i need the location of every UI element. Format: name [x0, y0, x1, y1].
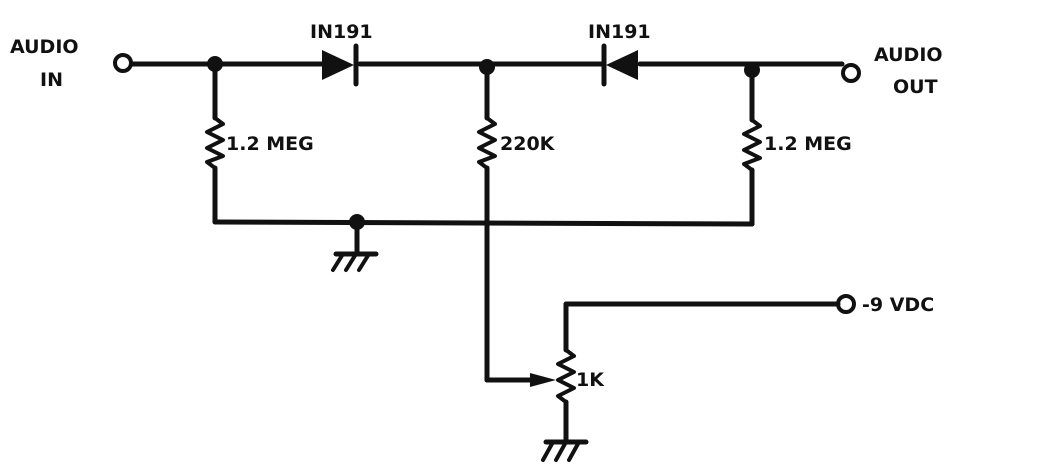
resistor-left-label: 1.2 MEG [226, 133, 314, 155]
resistor-right-label: 1.2 MEG [764, 133, 852, 155]
resistor-mid-icon [477, 64, 533, 383]
potentiometer-icon [530, 348, 576, 443]
supply-label: -9 VDC [862, 294, 934, 316]
resistor-right-icon [742, 67, 762, 227]
diode-2-label: IN191 [588, 21, 651, 43]
ground-icon [331, 219, 379, 272]
diode-2-icon [601, 43, 638, 87]
audio-out-label-line1: AUDIO [874, 44, 943, 66]
diode-1-label: IN191 [310, 21, 373, 43]
audio-in-terminal-icon [113, 53, 133, 73]
ground-icon [541, 439, 589, 462]
resistor-mid-label: 220K [500, 133, 556, 155]
supply-wire [563, 301, 841, 353]
pot-label: 1K [576, 369, 605, 391]
resistor-left-icon [205, 61, 225, 225]
audio-out-terminal-icon [841, 63, 861, 83]
audio-in-label-line2: IN [40, 69, 63, 91]
diode-1-icon [322, 43, 359, 87]
ground-bus [212, 219, 755, 227]
audio-in-label-line1: AUDIO [10, 36, 79, 58]
audio-out-label-line2: OUT [893, 76, 938, 98]
